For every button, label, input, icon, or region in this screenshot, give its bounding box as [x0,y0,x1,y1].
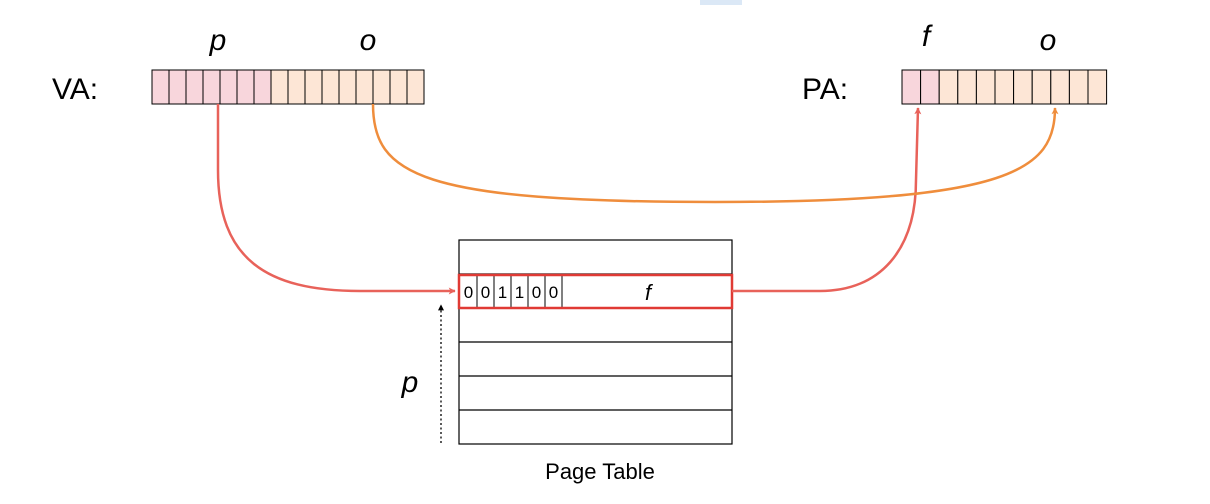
pa-bit-cell [957,69,977,105]
va-bit-cell [304,69,323,105]
pte-bit: 0 [549,283,558,302]
va-bit-cell [219,69,238,105]
page-table [458,239,733,445]
va-bit-cell [236,69,255,105]
va-bit-cell [338,69,357,105]
va-bit-cell [202,69,221,105]
va-bit-cell [321,69,340,105]
page-index-label: p [401,366,419,399]
pa-bit-cell [1013,69,1033,105]
pte-bit: 0 [464,283,473,302]
pa-bit-register [901,69,1108,105]
va-bit-cell [389,69,408,105]
va-label: VA: [52,73,98,106]
va-bit-cell [372,69,391,105]
va-bit-cell [253,69,272,105]
va-offset-field-label: o [360,24,377,57]
va-bit-cell [185,69,204,105]
pa-bit-cell [920,69,940,105]
pa-frame-field-label: f [922,20,933,53]
pa-bit-cell [994,69,1015,105]
va-bit-register [151,69,425,105]
va-page-field-label: p [209,24,227,57]
pte-bit: 0 [481,283,490,302]
pa-bit-cell [975,69,996,105]
pa-bit-cell [938,69,959,105]
page-number-to-table-arrow [216,104,456,295]
pa-bit-cell [1068,69,1089,105]
pa-bit-cell [1087,69,1108,105]
va-bit-cell [355,69,374,105]
pte-frame-label: f [645,280,654,305]
va-bit-cell [168,69,187,105]
pte-bit: 1 [498,283,507,302]
pa-bit-cell [1031,69,1052,105]
pte-bit: 0 [532,283,541,302]
page-table-caption: Page Table [545,459,655,484]
pa-offset-field-label: o [1040,24,1057,57]
va-bit-cell [151,69,170,105]
pa-label: PA: [802,73,848,106]
pa-bit-cell [1050,69,1070,105]
pte-bit: 1 [515,283,524,302]
top-accent [700,0,742,5]
va-bit-cell [406,69,425,105]
va-bit-cell [287,69,306,105]
va-bit-cell [270,69,289,105]
offset-copy-arrow [371,103,1059,204]
pa-bit-cell [901,69,922,105]
